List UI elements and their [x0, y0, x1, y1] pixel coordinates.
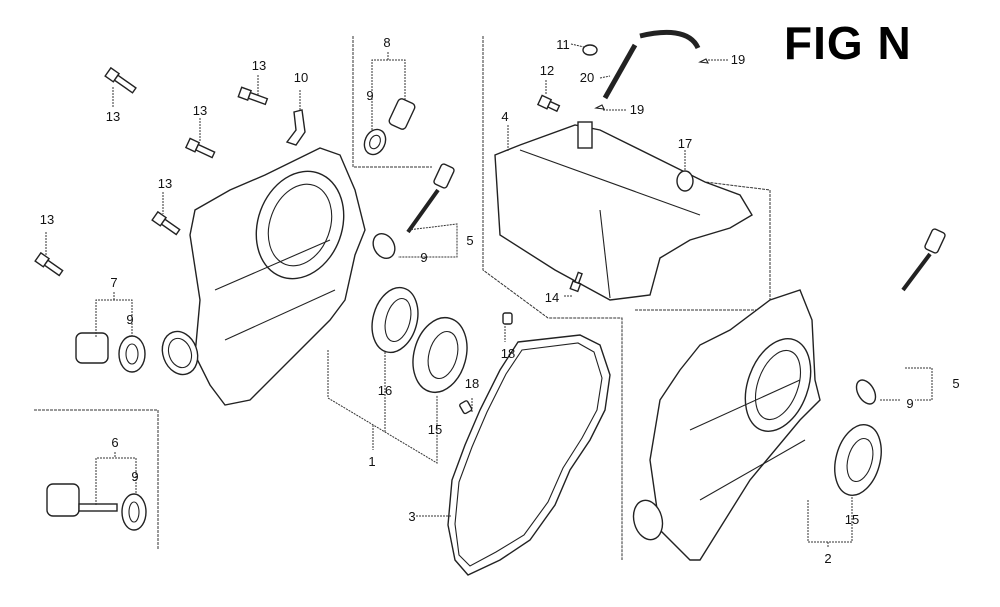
callout-8: 8 [383, 35, 391, 50]
dipstick-icon [855, 228, 946, 405]
callout-13-e: 13 [39, 212, 55, 227]
callout-9-filler: 9 [366, 88, 374, 103]
callout-19-a: 19 [629, 102, 645, 117]
frame-tank-right [635, 181, 771, 311]
screw-icon [569, 271, 583, 293]
gasket-icon [447, 334, 611, 576]
callout-12: 12 [539, 63, 555, 78]
callout-15-left: 15 [427, 422, 443, 437]
callout-11: 11 [556, 37, 570, 52]
hose-clip-icon [582, 44, 598, 56]
dowel-pin-icon [459, 400, 473, 415]
breather-tube-icon [639, 29, 701, 50]
callout-6: 6 [111, 435, 119, 450]
clip-icon [594, 104, 605, 110]
crankcase-cover-right-icon [632, 289, 821, 561]
o-ring-icon [676, 170, 694, 192]
callout-14: 14 [544, 290, 560, 305]
callout-5-left: 5 [466, 233, 474, 248]
callout-10: 10 [293, 70, 309, 85]
bolt-icon [34, 66, 269, 277]
figure-title: FIG N [784, 17, 912, 69]
callout-17: 17 [677, 136, 693, 151]
callout-9-dipstick-left: 9 [420, 250, 428, 265]
bracket-icon [285, 109, 306, 146]
filler-plug-icon [363, 98, 416, 156]
callout-7: 7 [110, 275, 118, 290]
frame-drain-plug-box [34, 409, 159, 550]
flange-bolt-icon [536, 94, 561, 113]
bearing-icon [412, 316, 468, 394]
bearing-icon [834, 424, 882, 496]
callout-13-d: 13 [157, 176, 173, 191]
callout-16: 16 [377, 383, 393, 398]
oil-tank-icon [494, 121, 753, 301]
callout-19-b: 19 [730, 52, 746, 67]
callout-18-b: 18 [464, 376, 480, 391]
callout-9-drain: 9 [126, 312, 134, 327]
callout-3: 3 [408, 509, 416, 524]
leader-lines [45, 43, 933, 548]
callout-4: 4 [501, 109, 509, 124]
callout-15-right: 15 [844, 512, 860, 527]
crankcase-cover-left-icon [161, 147, 366, 406]
callout-1: 1 [368, 454, 376, 469]
drain-plug-long-icon [46, 483, 147, 531]
breather-tube-icon [602, 43, 638, 100]
oil-seal-icon [371, 286, 419, 354]
drain-plug-icon [75, 332, 146, 373]
frame-filler-plug-box [352, 36, 432, 168]
callout-13-c: 13 [192, 103, 208, 118]
clip-icon [698, 58, 709, 64]
callout-5-right: 5 [952, 376, 960, 391]
callout-18-a: 18 [500, 346, 516, 361]
dipstick-icon [372, 163, 455, 260]
callout-9-drain-long: 9 [131, 469, 139, 484]
frame-oil-tank-box [482, 36, 623, 560]
callout-20: 20 [579, 70, 595, 85]
callout-13-b: 13 [251, 58, 267, 73]
callout-9-dipstick-right: 9 [906, 396, 914, 411]
callout-13-a: 13 [105, 109, 121, 124]
callout-2: 2 [824, 551, 832, 566]
dowel-pin-icon [502, 312, 513, 325]
